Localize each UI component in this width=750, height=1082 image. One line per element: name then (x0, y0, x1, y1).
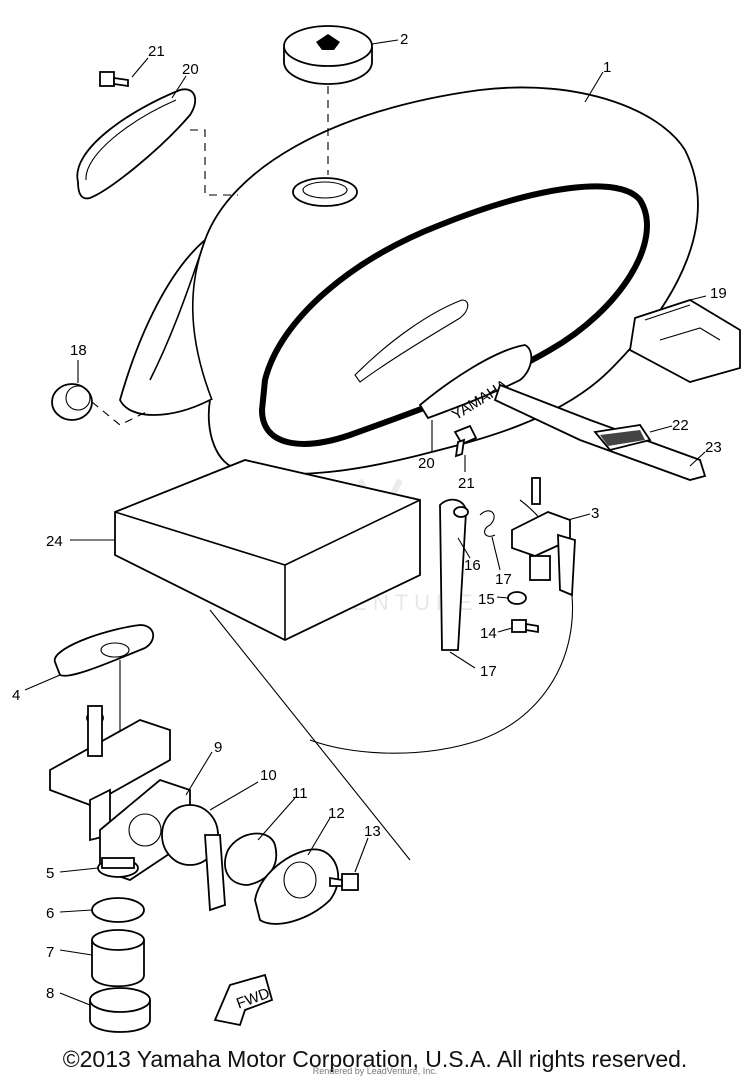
callout-17-lower: 17 (480, 663, 497, 680)
callout-24: 24 (46, 533, 63, 550)
fuel-tank[interactable] (119, 86, 699, 475)
fuel-pipe[interactable] (439, 498, 469, 651)
gasket-11[interactable] (224, 832, 278, 886)
callout-15: 15 (478, 591, 495, 608)
screw-13[interactable] (329, 873, 359, 891)
o-ring[interactable] (91, 897, 145, 923)
lever-plate[interactable] (254, 848, 339, 925)
callout-21-lower: 21 (458, 475, 475, 492)
screw-lower[interactable] (453, 424, 478, 458)
fuel-cock-small[interactable] (511, 477, 576, 597)
callout-4: 4 (12, 687, 20, 704)
callout-12: 12 (328, 805, 345, 822)
screw-14[interactable] (511, 619, 539, 634)
fuel-cap[interactable] (283, 25, 373, 85)
valve-lever[interactable] (161, 804, 226, 912)
callout-13: 13 (364, 823, 381, 840)
fuel-cup[interactable] (91, 929, 145, 988)
callout-7: 7 (46, 944, 54, 961)
callout-16: 16 (464, 557, 481, 574)
callout-19: 19 (710, 285, 727, 302)
callout-18: 18 (70, 342, 87, 359)
tank-strap[interactable] (493, 383, 707, 481)
washer-15[interactable] (507, 591, 527, 605)
gasket-upper[interactable] (76, 88, 197, 200)
callout-11: 11 (292, 785, 308, 802)
fwd-arrow: FWD (213, 973, 274, 1027)
screw-upper[interactable] (99, 71, 129, 88)
leader-lines (24, 39, 707, 1006)
callout-1: 1 (603, 59, 611, 76)
callout-labels: 21 20 2 1 18 19 22 23 24 3 16 17 15 14 1… (12, 31, 727, 1002)
sponge-pad[interactable] (114, 459, 421, 642)
callout-14: 14 (480, 625, 497, 642)
callout-8: 8 (46, 985, 54, 1002)
callout-6: 6 (46, 905, 54, 922)
callout-21-upper: 21 (148, 43, 165, 60)
callout-2: 2 (400, 31, 408, 48)
rendered-by-credit: Rendered by LeadVenture, Inc. (312, 1066, 438, 1076)
callout-20-upper: 20 (182, 61, 199, 78)
callout-9: 9 (214, 739, 222, 756)
copyright-notice: ©2013 Yamaha Motor Corporation, U.S.A. A… (62, 1046, 688, 1072)
callout-10: 10 (260, 767, 277, 784)
callout-17-upper: 17 (495, 571, 512, 588)
callout-3: 3 (591, 505, 599, 522)
gasket-4[interactable] (54, 624, 154, 677)
rubber-grommet[interactable] (51, 383, 93, 421)
cup-nut[interactable] (89, 987, 151, 1033)
fuel-cock-large[interactable] (49, 705, 171, 842)
callout-22: 22 (672, 417, 689, 434)
callout-20-lower: 20 (418, 455, 435, 472)
filter[interactable] (97, 857, 139, 878)
callout-23: 23 (705, 439, 722, 456)
callout-5: 5 (46, 865, 54, 882)
